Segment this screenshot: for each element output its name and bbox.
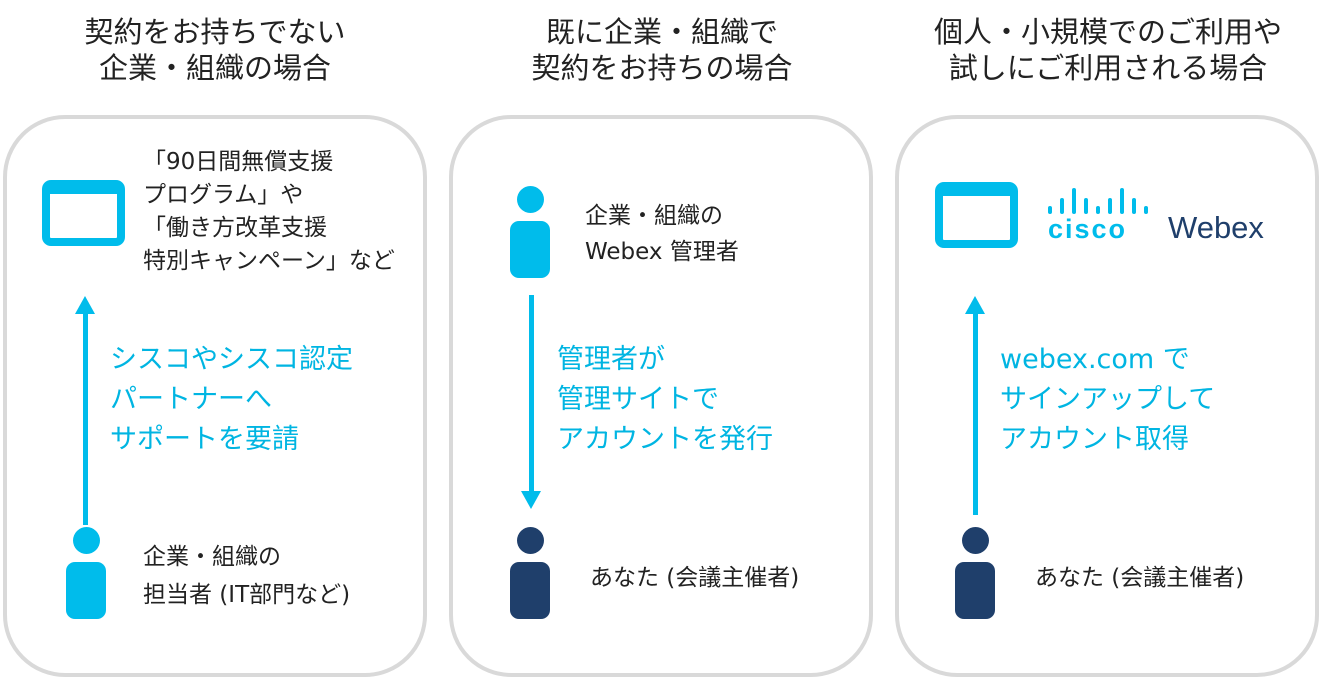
admin-text: 企業・組織の Webex 管理者: [585, 198, 739, 270]
you-text: あなた (会議主催者): [1035, 562, 1244, 595]
text-line: webex.com で: [1000, 344, 1190, 375]
arrow-up-icon: [75, 296, 95, 525]
text-line: 「働き方改革支援: [143, 215, 327, 241]
text-line: あなた (会議主催者): [1035, 565, 1245, 591]
window-icon: [42, 180, 125, 246]
text-line: サポートを要請: [110, 424, 299, 455]
text-line: 特別キャンペーン」など: [143, 248, 395, 274]
heading-line: 試しにご利用される場合: [948, 51, 1268, 85]
heading-line: 企業・組織の場合: [98, 51, 331, 85]
heading-existing-contract: 既に企業・組織で 契約をお持ちの場合: [447, 14, 877, 86]
text-line: 担当者 (IT部門など): [143, 582, 351, 608]
you-text: あなた (会議主催者): [590, 562, 799, 595]
person-icon: [66, 527, 106, 619]
webex-wordmark: Webex: [1168, 210, 1264, 245]
arrow-up-icon: [965, 296, 985, 515]
admin-person-icon: [510, 186, 550, 278]
text-line: シスコやシスコ認定: [110, 344, 353, 375]
cisco-wordmark: cisco: [1048, 214, 1128, 244]
text-line: 企業・組織の: [585, 203, 723, 229]
you-person-icon: [955, 527, 995, 619]
text-line: 「90日間無償支援: [143, 149, 334, 175]
text-line: 管理サイトで: [557, 384, 719, 415]
person-text: 企業・組織の 担当者 (IT部門など): [143, 538, 350, 614]
heading-no-contract: 契約をお持ちでない 企業・組織の場合: [0, 14, 430, 86]
text-line: アカウントを発行: [557, 424, 773, 455]
cisco-webex-logo: cisco Webex: [1048, 186, 1288, 246]
text-line: 企業・組織の: [143, 544, 281, 570]
panel-no-contract: [3, 115, 427, 677]
text-line: プログラム」や: [143, 182, 304, 208]
arrow-down-icon: [521, 295, 541, 509]
heading-line: 契約をお持ちの場合: [531, 51, 793, 85]
text-line: サインアップして: [1000, 384, 1216, 415]
action-text: 管理者が 管理サイトで アカウントを発行: [557, 340, 773, 460]
action-text: webex.com で サインアップして アカウント取得: [1000, 340, 1215, 460]
panel-existing-contract: [449, 115, 873, 677]
you-person-icon: [510, 527, 550, 619]
heading-line: 個人・小規模でのご利用や: [933, 15, 1282, 49]
action-text: シスコやシスコ認定 パートナーへ サポートを要請: [110, 340, 353, 460]
heading-individual: 個人・小規模でのご利用や 試しにご利用される場合: [893, 14, 1323, 86]
program-text: 「90日間無償支援 プログラム」や 「働き方改革支援 特別キャンペーン」など: [143, 146, 395, 278]
heading-line: 既に企業・組織で: [545, 15, 778, 49]
text-line: パートナーへ: [110, 384, 272, 415]
text-line: あなた (会議主催者): [590, 565, 800, 591]
panel-individual: [895, 115, 1319, 677]
window-icon: [935, 182, 1018, 248]
heading-line: 契約をお持ちでない: [84, 15, 346, 49]
text-line: アカウント取得: [1000, 424, 1189, 455]
text-line: Webex 管理者: [585, 239, 739, 265]
text-line: 管理者が: [557, 344, 665, 375]
